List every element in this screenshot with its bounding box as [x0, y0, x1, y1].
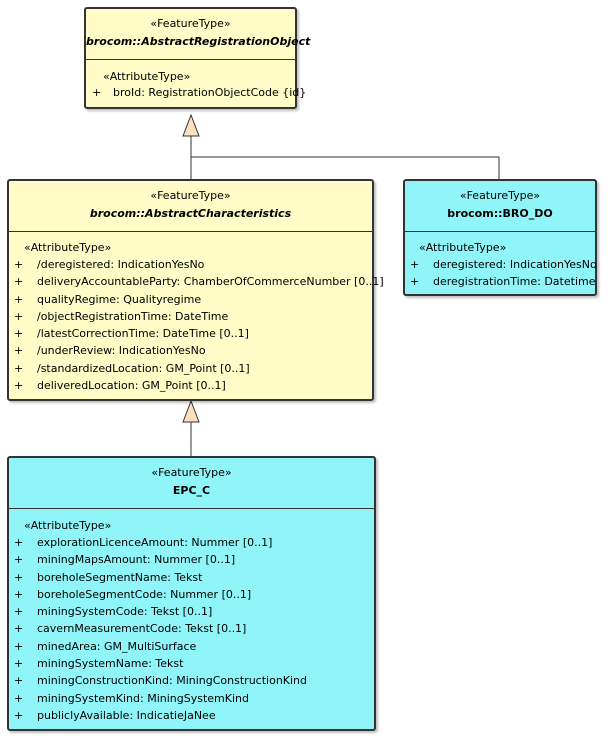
visibility-public: + [14, 292, 24, 306]
attribute-row: + deliveredLocation: GM_Point [0..1] [14, 377, 374, 394]
attribute-row: + qualityRegime: Qualityregime [14, 291, 374, 308]
attribute-stereotype: «AttributeType» [103, 70, 191, 83]
attribute-list: + explorationLicenceAmount: Nummer [0..1]… [14, 534, 374, 724]
visibility-public: + [14, 708, 24, 722]
attribute-row: + boreholeSegmentCode: Nummer [0..1] [14, 586, 374, 603]
attribute-compartment: «AttributeType» + deregistered: Indicatio… [405, 232, 597, 296]
attribute-text: /deregistered: IndicationYesNo [37, 258, 205, 271]
visibility-public: + [14, 622, 24, 636]
visibility-public: + [14, 344, 24, 358]
visibility-public: + [14, 587, 24, 601]
attribute-row: + deregistrationTime: Datetime [410, 273, 596, 290]
visibility-public: + [14, 361, 24, 375]
attribute-text: miningSystemKind: MiningSystemKind [37, 691, 249, 705]
attribute-row: + /deregistered: IndicationYesNo [14, 256, 374, 273]
class-stereotype: «FeatureType» [150, 189, 231, 202]
attribute-text: cavernMeasurementCode: Tekst [0..1] [37, 622, 247, 636]
attribute-row: + miningConstructionKind: MiningConstruct… [14, 672, 374, 689]
visibility-public: + [14, 258, 24, 271]
attribute-text: /underReview: IndicationYesNo [37, 344, 206, 358]
attribute-text: miningConstructionKind: MiningConstructi… [37, 674, 308, 688]
attribute-row: + /objectRegistrationTime: DateTime [14, 308, 374, 325]
class-abstract-registration-object[interactable]: «FeatureType» brocom::AbstractRegistrati… [84, 7, 311, 109]
generalization-arrowhead-registration [182, 113, 200, 137]
attribute-row: + cavernMeasurementCode: Tekst [0..1] [14, 620, 374, 637]
attribute-compartment: «AttributeType» + /deregistered: Indicati… [9, 232, 384, 401]
class-header: «FeatureType» brocom::AbstractCharacteri… [9, 181, 372, 232]
attribute-row: + boreholeSegmentName: Tekst [14, 569, 374, 586]
attribute-row: + deregistered: IndicationYesNo [410, 256, 597, 273]
visibility-public: + [14, 691, 24, 705]
attribute-row: + /standardizedLocation: GM_Point [0..1] [14, 360, 374, 377]
attribute-text: miningSystemCode: Tekst [0..1] [37, 605, 213, 619]
attribute-text: boreholeSegmentName: Tekst [37, 570, 203, 584]
attribute-text: miningSystemName: Tekst [37, 657, 184, 671]
visibility-public: + [14, 657, 24, 671]
visibility-public: + [14, 553, 24, 567]
attribute-text: /objectRegistrationTime: DateTime [37, 309, 229, 323]
visibility-public: + [14, 639, 24, 653]
attribute-row: + miningSystemCode: Tekst [0..1] [14, 603, 374, 620]
class-name: brocom::AbstractCharacteristics [89, 207, 292, 220]
class-header: «FeatureType» brocom::BRO_DO [405, 181, 595, 232]
class-header: «FeatureType» EPC_C [9, 458, 374, 509]
attribute-text: qualityRegime: Qualityregime [37, 292, 202, 306]
attribute-row: + deliveryAccountableParty: ChamberOfComm… [14, 273, 384, 290]
attribute-compartment: «AttributeType» + broId: RegistrationObj… [86, 60, 306, 109]
attribute-text: miningMapsAmount: Nummer [0..1] [37, 553, 236, 567]
attribute-text: publiclyAvailable: IndicatieJaNee [37, 708, 216, 722]
visibility-public: + [14, 605, 24, 619]
generalization-line-bro-do [191, 156, 500, 179]
attribute-row: + miningSystemKind: MiningSystemKind [14, 690, 374, 707]
attribute-row: + /latestCorrectionTime: DateTime [0..1] [14, 325, 374, 342]
visibility-public: + [14, 379, 24, 393]
visibility-public: + [92, 86, 102, 99]
attribute-list: + deregistered: IndicationYesNo + deregist… [410, 256, 597, 291]
class-epc-c[interactable]: «FeatureType» EPC_C «AttributeType» + exp… [7, 456, 376, 731]
attribute-text: explorationLicenceAmount: Nummer [0..1] [37, 536, 273, 549]
attribute-list: + /deregistered: IndicationYesNo + deliver… [14, 256, 384, 394]
visibility-public: + [14, 536, 24, 549]
visibility-public: + [410, 258, 420, 271]
class-name: brocom::AbstractRegistrationObject [86, 35, 311, 48]
attribute-text: deregistered: IndicationYesNo [433, 258, 597, 271]
attribute-row: + minedArea: GM_MultiSurface [14, 638, 374, 655]
class-name: EPC_C [172, 484, 211, 497]
attribute-text: deregistrationTime: Datetime [433, 275, 596, 289]
attribute-row: + /underReview: IndicationYesNo [14, 342, 374, 359]
attribute-compartment: «AttributeType» + explorationLicenceAmoun… [9, 509, 374, 731]
class-name: brocom::BRO_DO [447, 207, 553, 220]
attribute-text: boreholeSegmentCode: Nummer [0..1] [37, 587, 252, 601]
class-header: «FeatureType» brocom::AbstractRegistrati… [86, 9, 311, 60]
attribute-text: /latestCorrectionTime: DateTime [0..1] [37, 327, 249, 341]
attribute-text: broId: RegistrationObjectCode {id} [113, 86, 307, 99]
class-abstract-characteristics[interactable]: «FeatureType» brocom::AbstractCharacteri… [7, 179, 384, 401]
attribute-text: minedArea: GM_MultiSurface [37, 639, 197, 653]
attribute-row: + miningMapsAmount: Nummer [0..1] [14, 551, 374, 568]
class-bro-do[interactable]: «FeatureType» brocom::BRO_DO «AttributeT… [403, 179, 597, 296]
attribute-stereotype: «AttributeType» [419, 241, 507, 254]
generalization-arrowhead-characteristics [182, 399, 200, 423]
attribute-row: + publiclyAvailable: IndicatieJaNee [14, 707, 374, 724]
class-stereotype: «FeatureType» [459, 189, 541, 202]
visibility-public: + [14, 309, 24, 323]
visibility-public: + [14, 327, 24, 341]
attribute-row: + explorationLicenceAmount: Nummer [0..1] [14, 534, 374, 551]
visibility-public: + [14, 674, 24, 688]
visibility-public: + [14, 275, 24, 289]
visibility-public: + [410, 275, 420, 289]
attribute-stereotype: «AttributeType» [24, 519, 112, 532]
attribute-text: deliveredLocation: GM_Point [0..1] [37, 379, 226, 393]
visibility-public: + [14, 570, 24, 584]
class-stereotype: «FeatureType» [150, 17, 231, 30]
attribute-stereotype: «AttributeType» [24, 241, 112, 254]
attribute-text: /standardizedLocation: GM_Point [0..1] [37, 361, 250, 375]
class-stereotype: «FeatureType» [151, 466, 232, 479]
attribute-row: + miningSystemName: Tekst [14, 655, 374, 672]
attribute-text: deliveryAccountableParty: ChamberOfComme… [37, 275, 384, 289]
